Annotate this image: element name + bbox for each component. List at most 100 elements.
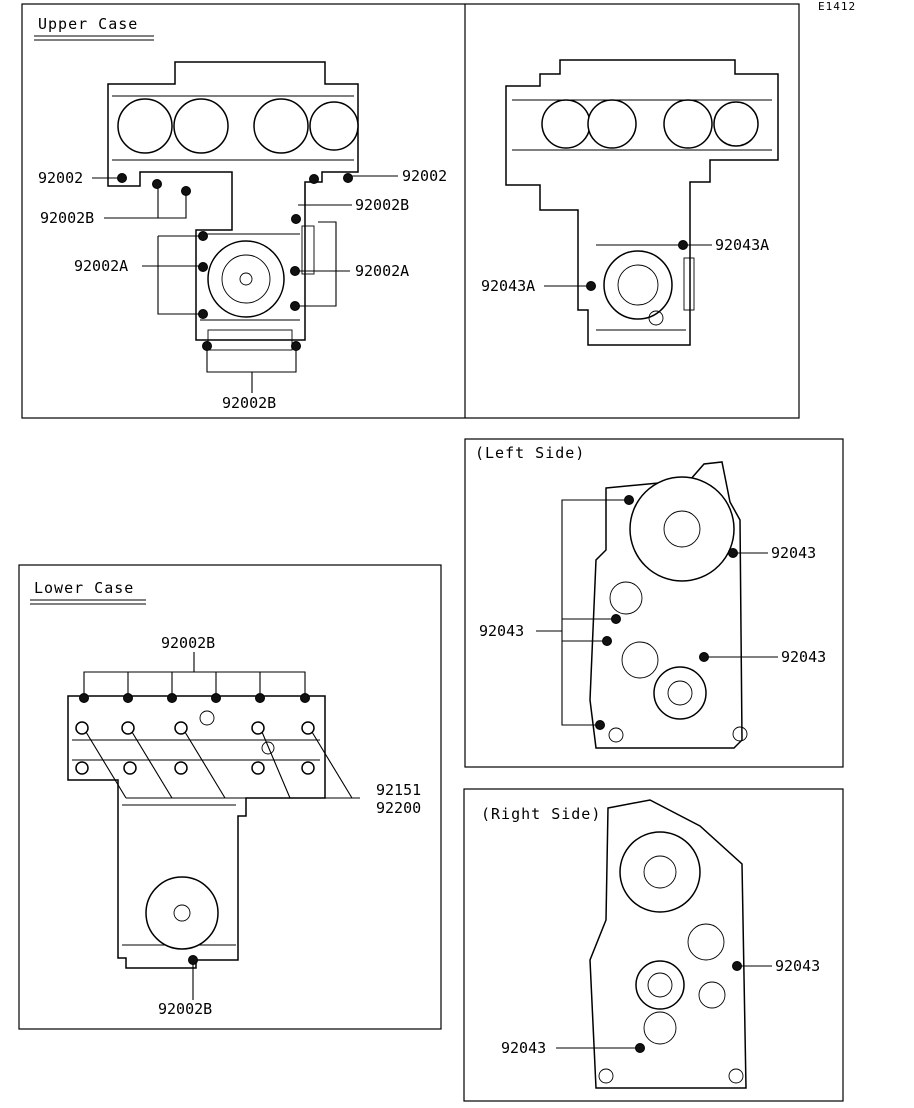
lower-case-top-bolt-5 [255, 693, 265, 703]
lower-view-cylinder-4 [713, 101, 759, 147]
lower-view-bolt-2 [586, 281, 596, 291]
cylinder-2 [173, 98, 229, 154]
right-side-plate [643, 1011, 677, 1045]
left-side-bolt-5 [699, 652, 709, 662]
lower-case-stud-10 [301, 761, 315, 775]
left-side-gear-2 [653, 666, 707, 720]
left-side-bolt-1 [624, 495, 634, 505]
right-side-boss-2 [728, 1068, 744, 1084]
label-left-92043-left: 92043 [479, 622, 524, 640]
lower-case-stud-5 [301, 721, 315, 735]
bolt-m [291, 341, 301, 351]
lower-case-panel: Lower Case [18, 564, 442, 1030]
left-side-boss-1 [608, 727, 624, 743]
lower-case-stud-1 [75, 721, 89, 735]
right-side-drawing [589, 799, 747, 1089]
label-92002-left: 92002 [38, 169, 83, 187]
label-92002-right: 92002 [402, 167, 447, 185]
upper-case-drawing-right [505, 59, 779, 346]
diagram-code: E1412 [818, 0, 856, 13]
label-right-92043-right: 92043 [775, 957, 820, 975]
lower-case-boss-2 [261, 741, 275, 755]
label-92002B-left: 92002B [40, 209, 94, 227]
upper-case-title: Upper Case [38, 15, 138, 33]
left-side-upper-housing [629, 476, 735, 582]
label-lower-92002B-bottom: 92002B [158, 1000, 212, 1018]
left-side-panel: (Left Side) 92043 92043 92043 [464, 438, 844, 768]
right-side-upper-housing [619, 831, 701, 913]
right-side-gear-2-hub [647, 972, 673, 998]
label-92002A-right: 92002A [355, 262, 409, 280]
bolt-a [117, 173, 127, 183]
lower-case-sump-plug [173, 904, 191, 922]
lower-case-top-bolt-4 [211, 693, 221, 703]
left-side-title: (Left Side) [475, 444, 585, 462]
upper-case-drawing-left [107, 61, 359, 351]
lower-case-bottom-bolt [188, 955, 198, 965]
lower-case-top-bolt-3 [167, 693, 177, 703]
upper-case-housing-inner [221, 254, 271, 304]
label-right-92043-left: 92043 [501, 1039, 546, 1057]
lower-view-ribs [512, 99, 772, 331]
left-side-bolt-4 [602, 636, 612, 646]
upper-case-side-slot [301, 225, 315, 275]
upper-case-frame [21, 3, 800, 419]
lower-case-top-leader [83, 652, 306, 694]
left-side-drawing [589, 461, 748, 749]
upper-case-housing-hub [239, 272, 253, 286]
cylinder-4 [309, 101, 359, 151]
lower-view-cylinder-2 [587, 99, 637, 149]
lower-case-sump [145, 876, 219, 950]
bolt-d [309, 174, 319, 184]
lower-case-stud-9 [251, 761, 265, 775]
left-side-frame [464, 438, 844, 768]
lower-case-stud-7 [123, 761, 137, 775]
lower-view-cylinder-1 [541, 99, 591, 149]
lower-case-stud-8 [174, 761, 188, 775]
lower-case-top-bolt-6 [300, 693, 310, 703]
bolt-i [290, 266, 300, 276]
right-side-gear-1 [687, 923, 725, 961]
bolt-e [343, 173, 353, 183]
lower-case-title: Lower Case [34, 579, 134, 597]
bolt-f [291, 214, 301, 224]
upper-case-lower-lip [207, 329, 293, 351]
lower-case-ribs [72, 739, 320, 946]
right-side-bolt-1 [732, 961, 742, 971]
lower-case-stud-leaders [85, 731, 353, 799]
lower-case-stud-2 [121, 721, 135, 735]
left-side-bolt-3 [611, 614, 621, 624]
label-92043A-right: 92043A [715, 236, 769, 254]
label-lower-92151: 92151 [376, 781, 421, 799]
lower-case-frame [18, 564, 442, 1030]
cylinder-1 [117, 98, 173, 154]
label-92002A-left: 92002A [74, 257, 128, 275]
right-side-upper-hub [643, 855, 677, 889]
left-side-leader-bracket [536, 499, 625, 726]
lower-case-stud-3 [174, 721, 188, 735]
right-side-boss-1 [598, 1068, 614, 1084]
bolt-j [290, 301, 300, 311]
left-side-gear-2-hub [667, 680, 693, 706]
left-side-port [609, 581, 643, 615]
lower-view-bolt-1 [678, 240, 688, 250]
lower-case-stud-6 [75, 761, 89, 775]
upper-case-panel: Upper Case [21, 3, 800, 419]
bolt-h [198, 262, 208, 272]
lower-case-boss-1 [199, 710, 215, 726]
upper-case-housing [207, 240, 285, 318]
right-side-title: (Right Side) [481, 805, 601, 823]
left-side-bolt-6 [595, 720, 605, 730]
lower-view-cylinder-3 [663, 99, 713, 149]
lower-case-stud-4 [251, 721, 265, 735]
bolt-b [152, 179, 162, 189]
label-92043A-left: 92043A [481, 277, 535, 295]
lower-case-drawing [67, 693, 326, 969]
right-side-panel: (Right Side) 92043 92043 [463, 788, 844, 1102]
right-side-bolt-2 [635, 1043, 645, 1053]
bolt-l [202, 341, 212, 351]
left-side-boss-2 [732, 726, 748, 742]
label-92002B-right: 92002B [355, 196, 409, 214]
lower-view-side-slot [683, 257, 695, 311]
